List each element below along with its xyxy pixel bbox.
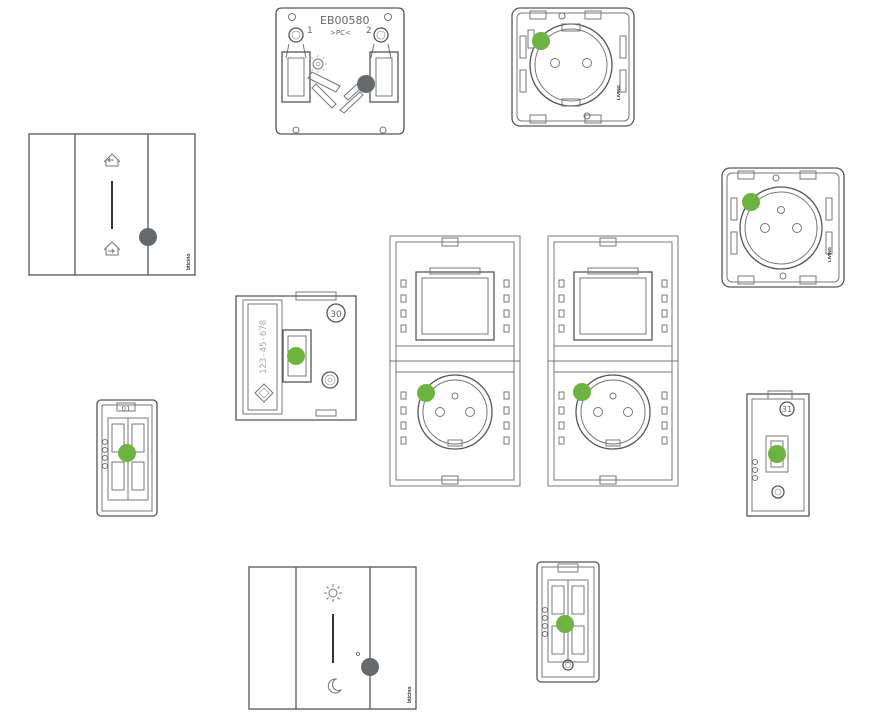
serial-label: 123-45-678 [259,320,269,374]
channel-01-label: 01 [122,405,131,413]
marker-mech-bottom[interactable] [556,615,574,633]
cable-gland-icon [321,371,339,389]
marker-relay-right[interactable] [768,445,786,463]
usb-module: EB00580 >PC< 1 2 [275,7,405,135]
data-module: 30 123-45-678 [235,291,357,421]
french-socket-right: LIVING [721,167,845,288]
marker-mech-left[interactable] [118,444,136,462]
marker-frame2-socket[interactable] [573,383,591,401]
mechanism-bottom [536,561,600,683]
gear-icon [309,55,327,73]
moon-icon [327,678,343,694]
socket-brand-label: LIVING [616,84,621,100]
socket-brand-label-2: LIVING [827,246,832,262]
schuko-socket-top: LIVING [511,7,635,127]
frame-1 [389,235,521,487]
marker-rj-module[interactable] [287,347,305,365]
sun-icon [324,584,342,602]
marker-actuator-left[interactable] [139,228,157,246]
marker-schuko-top[interactable] [532,32,550,50]
house-outline-icon [254,383,274,403]
channel-31-label: 31 [782,405,792,414]
mechanism-left: 01 [96,399,158,517]
marker-french-right[interactable] [742,193,760,211]
house-arrow-in-icon [103,153,121,167]
marker-usb-module[interactable] [357,75,375,93]
module-code-label: EB00580 [320,14,370,27]
house-arrow-out-icon [103,241,121,256]
terminal-2-label: 2 [366,26,372,36]
dimmer-cover: bticino [248,566,417,710]
channel-30-label: 30 [330,310,342,320]
brand-logo: bticino [186,254,192,270]
marker-dimmer-bottom[interactable] [361,658,379,676]
marker-frame1-socket[interactable] [417,384,435,402]
relay-module: 31 [746,390,810,517]
frame-2 [547,235,679,487]
connector-mark-label: >PC< [330,29,351,37]
brand-logo-2: bticino [407,687,413,703]
terminal-1-label: 1 [307,26,313,36]
shutter-control-cover: bticino [28,133,196,276]
